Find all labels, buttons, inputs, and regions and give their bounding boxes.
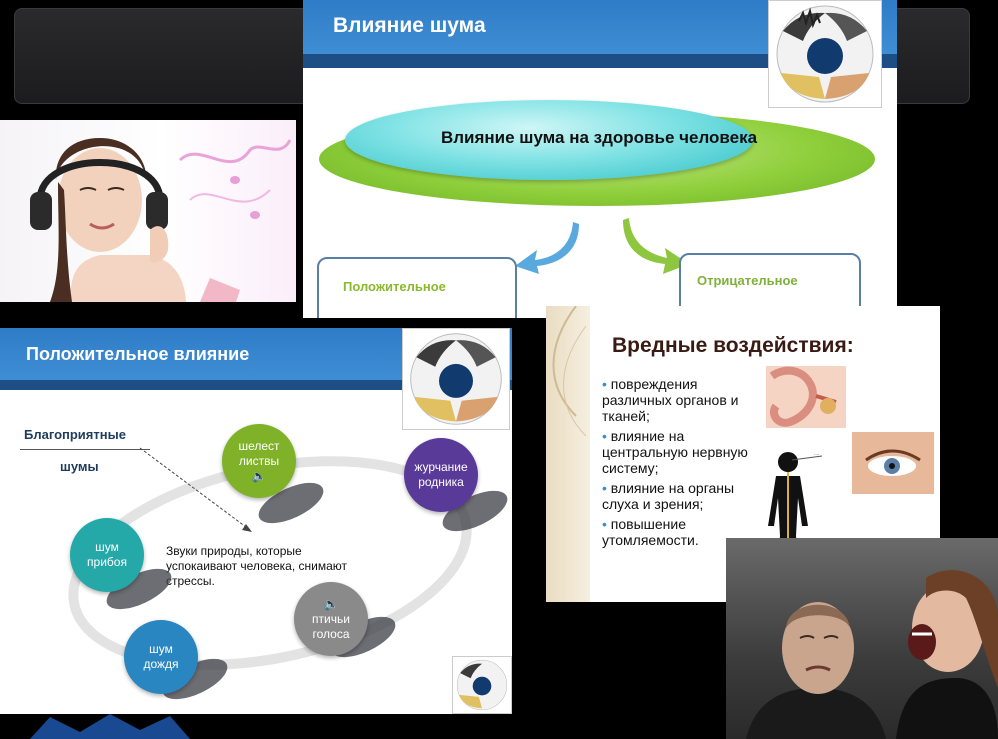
label-underline (20, 449, 150, 450)
shouting-woman-photo (726, 538, 998, 739)
slide-title: Влияние шума (333, 14, 486, 37)
eye-closeup-image (852, 432, 934, 494)
curved-arrow-left-icon (515, 222, 579, 274)
curved-arrow-right-icon (623, 218, 689, 274)
slide-title: Положительное влияние (26, 344, 250, 364)
slide-noise-influence: Влияние шума Влияние шума на здоровье че… (303, 0, 897, 318)
positive-box: Положительное (317, 257, 517, 318)
slide-side-band (546, 306, 590, 602)
list-item: • влияние на центральную нервную систему… (602, 428, 748, 476)
list-item: • повреждения различных органов и тканей… (602, 376, 739, 424)
nature-sounds-text: Звуки природы, которые успокаивают челов… (166, 544, 348, 588)
list-item: • повышение утомляемости. (602, 516, 699, 548)
noise-emblem-icon (402, 328, 510, 430)
slide-title: Вредные воздействия: (612, 334, 854, 357)
slide-header-strip (303, 54, 897, 68)
noise-emblem-small-icon (452, 656, 512, 714)
effects-list: • повреждения различных органов и тканей… (602, 376, 748, 552)
slide-header-strip (0, 380, 512, 390)
svg-text:....: .... (814, 451, 820, 457)
label-noises: шумы (60, 459, 99, 474)
center-heading: Влияние шума на здоровье человека (440, 128, 758, 147)
list-item: • влияние на органы слуха и зрения; (602, 480, 735, 512)
label-favorable: Благоприятные (24, 427, 126, 442)
blue-figure-glow (30, 714, 190, 739)
noise-emblem-icon (768, 0, 882, 108)
negative-label: Отрицательное (697, 273, 798, 288)
positive-label: Положительное (343, 279, 446, 294)
slide-positive-influence: Положительное влияние Благоприятные шумы… (0, 328, 512, 714)
teal-ellipse (345, 100, 753, 180)
woman-headphones-photo (0, 120, 296, 302)
ear-anatomy-image (766, 366, 846, 428)
